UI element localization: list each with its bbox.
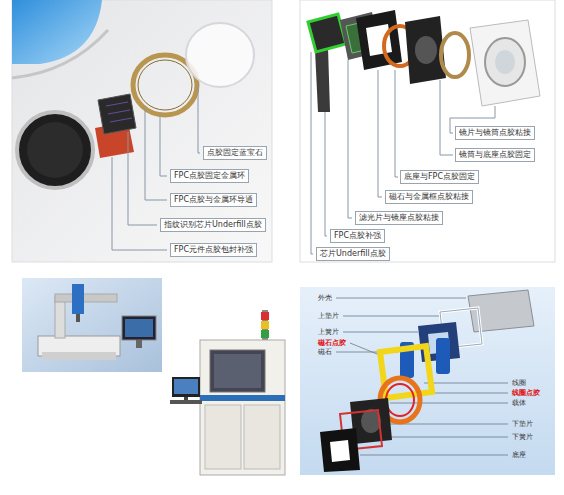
callout-box-label: 底座与FPC点胶固定	[400, 170, 479, 184]
part-label: 磁石	[318, 348, 332, 356]
vcm-figure	[300, 287, 555, 475]
callout-box-label: FPC点胶与金属环导通	[170, 193, 257, 207]
part-label: 线圈点胶	[512, 389, 540, 397]
machine-photo	[170, 310, 285, 475]
part-label: 外壳	[318, 294, 332, 302]
callout-box-label: 点胶固定蓝宝石	[203, 146, 267, 160]
machine-photo	[22, 278, 162, 372]
callout-box-label: FPC元件点胶包封补强	[170, 243, 257, 257]
callout-box-label: 镜筒与底座点胶固定	[455, 148, 535, 162]
callout-box-label: FPC点胶固定金属环	[170, 169, 249, 183]
callout-box-label: 指纹识别芯片Underfill点胶	[160, 218, 266, 232]
part-label: 底座	[512, 451, 526, 459]
callout-box-label: 磁石与金属框点胶粘接	[385, 190, 473, 204]
part-label: 线圈	[512, 379, 526, 387]
part-label: 磁石点胶	[318, 339, 346, 347]
camera-module-figure	[300, 0, 555, 262]
part-label: 载体	[512, 399, 526, 407]
callout-box-label: 滤光片与镜座点胶粘接	[355, 211, 443, 225]
part-label: 上簧片	[318, 328, 339, 336]
part-label: 上垫片	[318, 312, 339, 320]
callout-box-label: 芯片Underfill点胶	[316, 247, 390, 261]
home-button-figure	[12, 0, 272, 262]
part-label: 下垫片	[512, 420, 533, 428]
callout-box-label: FPC点胶补强	[330, 229, 385, 243]
part-label: 下簧片	[512, 433, 533, 441]
callout-box-label: 镜片与镜筒点胶粘接	[455, 126, 535, 140]
